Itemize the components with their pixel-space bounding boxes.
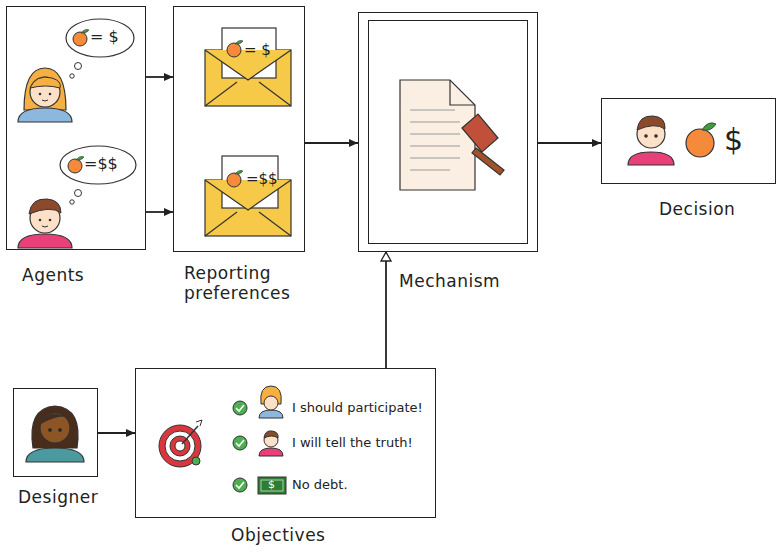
inner-frame [368,20,528,244]
flow-arrow [146,76,173,78]
diagram-box: Reporting preferences [173,6,305,252]
flow-arrow [305,142,358,144]
diagram-box: Mechanism [358,12,538,252]
box-heading: Objectives [231,525,325,545]
box-heading: Reporting preferences [184,263,309,303]
target-icon [159,420,202,467]
diagram-box: Agents [6,6,146,250]
envelope [205,156,291,236]
objective-text: I will tell the truth! [292,435,413,450]
mini-agents [258,386,286,494]
value-label: $ [268,478,275,491]
box-heading: Mechanism [399,271,500,291]
objective-text: I should participate! [292,400,423,415]
document-gavel [400,80,504,190]
objective-text: No debt. [292,477,348,492]
agent-man [18,199,72,248]
value-label: = $ [90,27,119,46]
envelope [205,28,291,106]
value-label: =$$ [84,154,118,173]
value-label: = $ [244,41,271,59]
agent-woman [18,68,72,122]
box-heading: Decision [659,199,735,219]
value-label: $ [724,122,743,157]
flow-arrow [98,432,135,434]
diagram-box: Decision [601,98,776,184]
thought-bubble [60,146,136,204]
check-icons [233,401,247,492]
box-heading: Designer [18,487,98,507]
flow-arrow [385,252,387,368]
value-label: =$$ [246,170,278,188]
thought-bubble [66,19,134,78]
box-heading: Agents [22,265,84,285]
flow-arrow [146,211,173,213]
flow-arrow [538,142,601,144]
diagram-box: ObjectivesI should participate!I will te… [135,368,436,518]
diagram-box: Designer [13,388,98,477]
decision-icons [628,116,716,165]
designer-figure [26,406,84,462]
